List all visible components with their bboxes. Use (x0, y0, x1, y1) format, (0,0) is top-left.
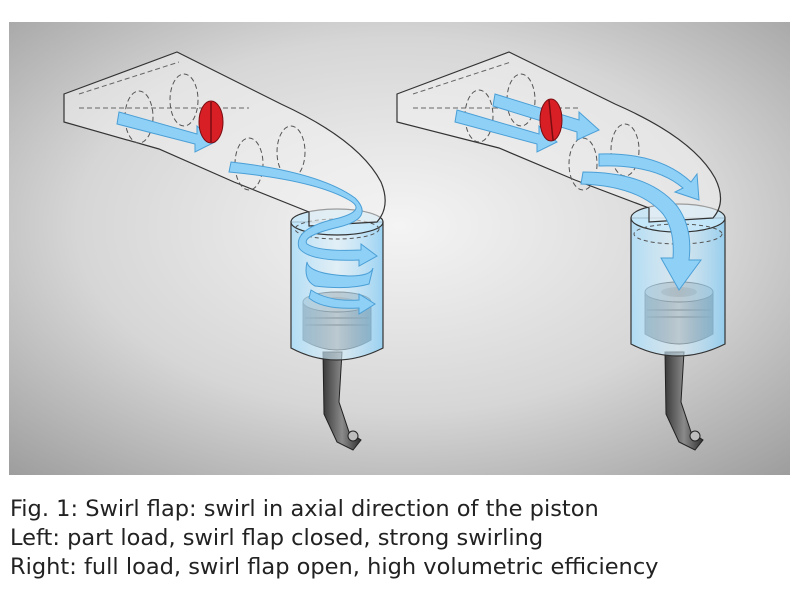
left-panel-diagram (63, 51, 386, 451)
caption-line-right: Right: full load, swirl flap open, high … (10, 554, 659, 580)
swirl-flap-closed (198, 100, 224, 144)
right-panel-diagram (396, 51, 726, 451)
diagram-figure (9, 22, 790, 475)
airflow-straight (454, 93, 702, 291)
swirl-flap-open (539, 98, 563, 142)
airflow-swirl (116, 111, 378, 315)
connecting-rod (322, 351, 362, 451)
connecting-rod (664, 351, 704, 451)
caption-line-title: Fig. 1: Swirl flap: swirl in axial direc… (10, 496, 599, 522)
figure-caption: Fig. 1: Swirl flap: swirl in axial direc… (10, 495, 795, 582)
caption-line-left: Left: part load, swirl flap closed, stro… (10, 525, 544, 551)
